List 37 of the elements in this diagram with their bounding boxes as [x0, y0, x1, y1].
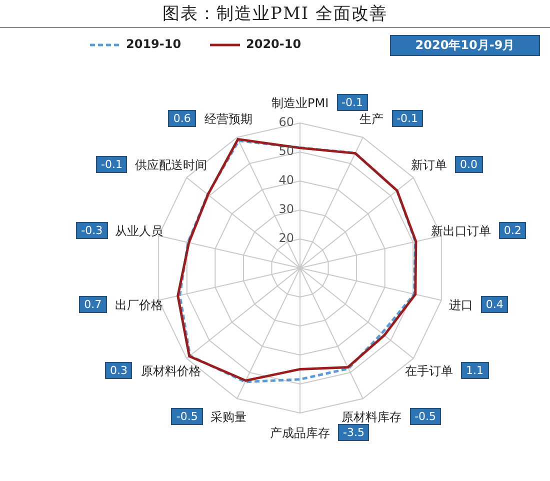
- axis-label: 新出口订单: [430, 223, 491, 240]
- value-label: -0.1: [336, 94, 368, 111]
- value-label: 0.6: [168, 110, 196, 128]
- legend-label: 2020-10: [246, 37, 302, 51]
- value-label: 1.1: [461, 362, 488, 379]
- axis-label: 从业人员: [115, 223, 164, 240]
- axis-label: 经营预期: [204, 111, 252, 128]
- value-label: -3.5: [338, 424, 370, 441]
- value-label: 0.0: [455, 156, 482, 174]
- axis-label: 新订单: [411, 157, 447, 174]
- legend-label: 2019-10: [126, 37, 182, 51]
- axis-label: 供应配送时间: [134, 157, 207, 174]
- value-label: -0.5: [410, 408, 442, 425]
- axis-tick-label: 20: [278, 231, 294, 245]
- value-label: -0.1: [96, 156, 128, 174]
- axis-label: 出厂价格: [115, 296, 164, 314]
- value-label: 0.7: [79, 296, 107, 313]
- axis-tick-label: 30: [278, 202, 294, 216]
- axis-tick-label: 60: [278, 115, 294, 129]
- axis-label: 原材料库存: [342, 408, 402, 426]
- chart-title: 图表：制造业PMI 全面改善: [162, 3, 388, 25]
- value-label: -0.5: [171, 408, 203, 425]
- axis-label: 在手订单: [405, 362, 453, 380]
- axis-label: 生产: [360, 111, 384, 128]
- axis-label: 进口: [448, 296, 473, 314]
- axis-tick-label: 40: [278, 173, 294, 187]
- axis-label: 制造业PMI: [272, 95, 329, 112]
- value-label: -0.1: [392, 110, 424, 128]
- value-label: 0.2: [498, 222, 526, 240]
- axis-label: 产成品库存: [270, 425, 330, 442]
- axis-tick-label: 50: [278, 144, 294, 158]
- value-label: 0.3: [104, 362, 132, 379]
- legend-note: 2020年10月-9月: [390, 35, 540, 56]
- axis-label: 采购量: [210, 408, 246, 426]
- axis-label: 原材料价格: [140, 362, 201, 380]
- value-label: 0.4: [480, 296, 508, 313]
- value-label: -0.3: [76, 222, 108, 240]
